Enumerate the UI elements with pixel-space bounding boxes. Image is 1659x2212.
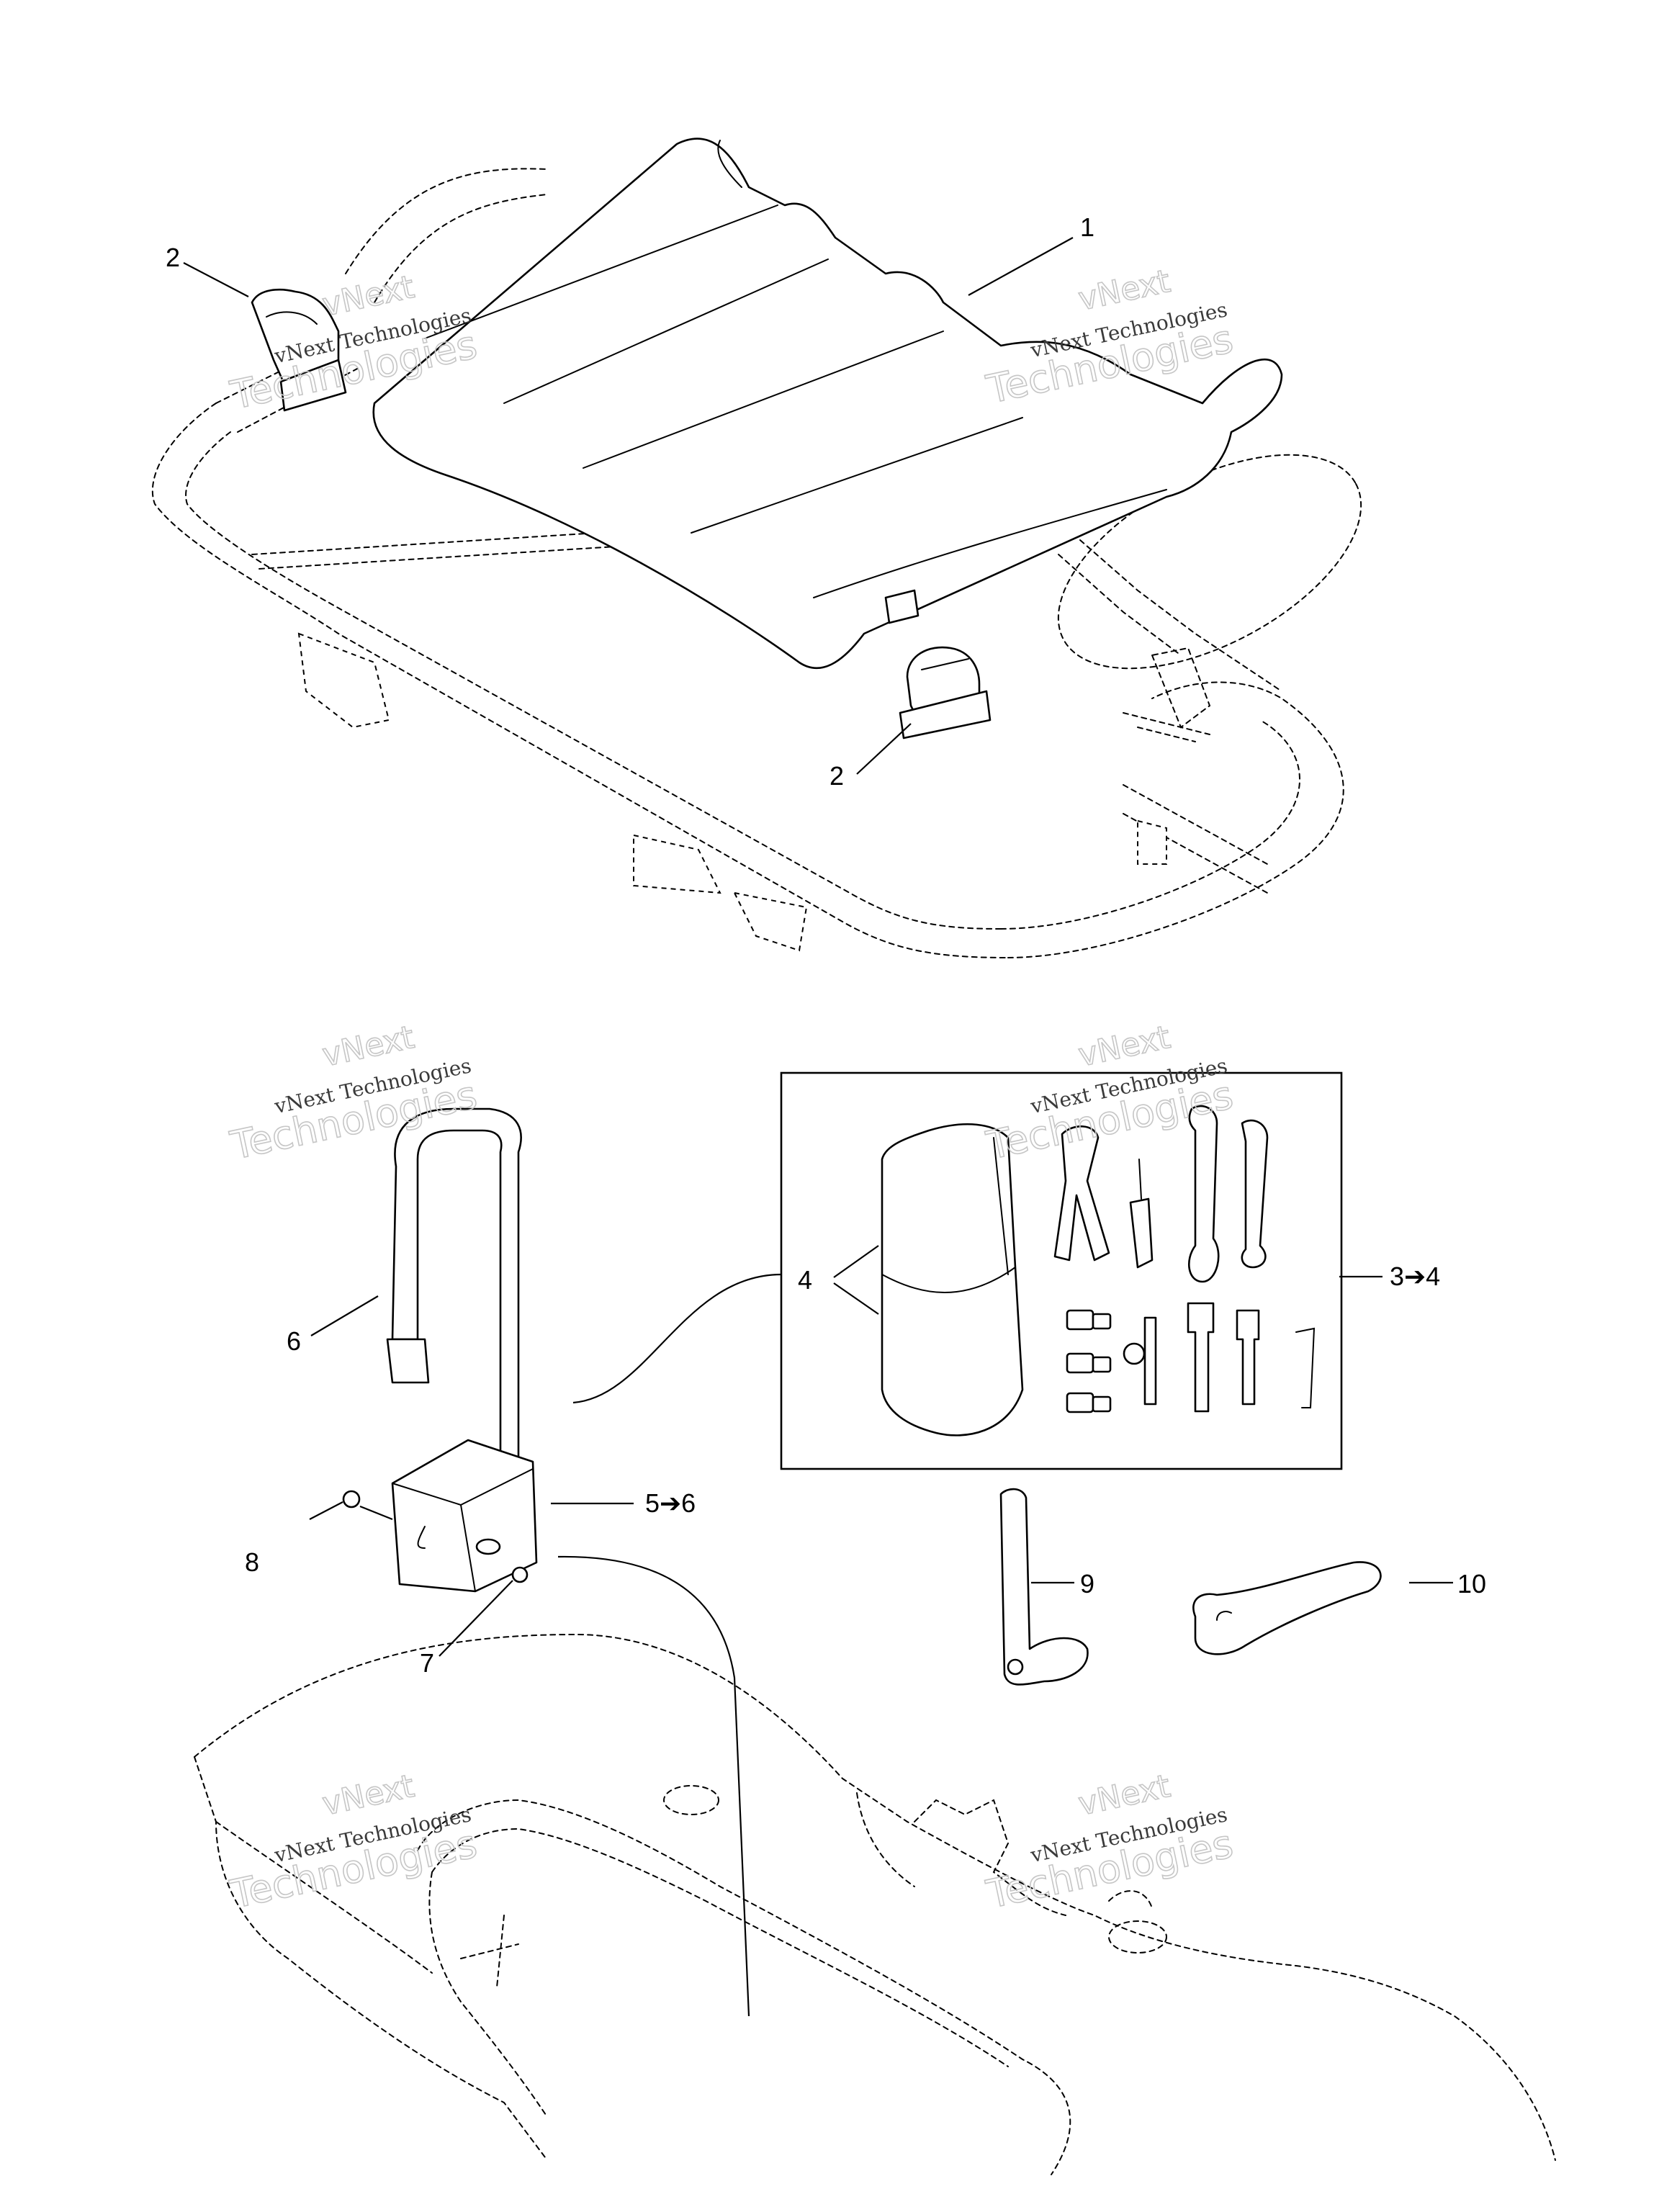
tool-holder	[391, 1439, 538, 1593]
leader-lines	[183, 237, 1453, 2017]
svg-text:vNext: vNext	[319, 1019, 417, 1074]
spanner-wrench	[1192, 1561, 1382, 1655]
callout-10: 10	[1457, 1569, 1486, 1599]
callout-6: 6	[287, 1326, 301, 1356]
strap	[386, 1107, 522, 1485]
svg-text:vNext: vNext	[319, 269, 417, 324]
callout-9: 9	[1080, 1569, 1094, 1599]
callout-8: 8	[245, 1547, 259, 1577]
hull-outline	[194, 1633, 1556, 2175]
callout-2-left: 2	[166, 243, 180, 272]
callout-3-to-4: 3➔4	[1390, 1262, 1440, 1291]
seat-pad	[372, 138, 1283, 670]
svg-text:vNext: vNext	[1075, 1019, 1173, 1074]
fuse-set	[1066, 1309, 1112, 1413]
tool-arm	[999, 1488, 1089, 1686]
clip-right	[899, 646, 992, 739]
watermark-6: vNext vNext Technologies Technologies	[982, 1767, 1238, 1917]
callout-7: 7	[420, 1648, 434, 1678]
tool-kit-box	[780, 1071, 1343, 1470]
callout-4: 4	[798, 1265, 812, 1295]
callout-5-to-6: 5➔6	[645, 1488, 696, 1518]
callout-labels: 1 2 2 3➔4 4 5➔6 6 7 8 9 10	[166, 212, 1486, 1678]
svg-text:vNext: vNext	[1075, 263, 1173, 318]
svg-text:vNext: vNext	[1075, 1768, 1173, 1823]
rack-frame-outline	[151, 168, 1362, 958]
watermark-2: vNext vNext Technologies Technologies	[982, 262, 1238, 413]
svg-text:vNext: vNext	[319, 1768, 417, 1823]
washer	[342, 1490, 361, 1509]
callout-1: 1	[1080, 212, 1094, 242]
watermark-3: vNext vNext Technologies Technologies	[226, 1018, 482, 1169]
clip-left	[251, 288, 347, 412]
callout-2-right: 2	[830, 761, 844, 791]
watermark-5: vNext vNext Technologies Technologies	[226, 1767, 482, 1917]
screw	[511, 1566, 529, 1583]
